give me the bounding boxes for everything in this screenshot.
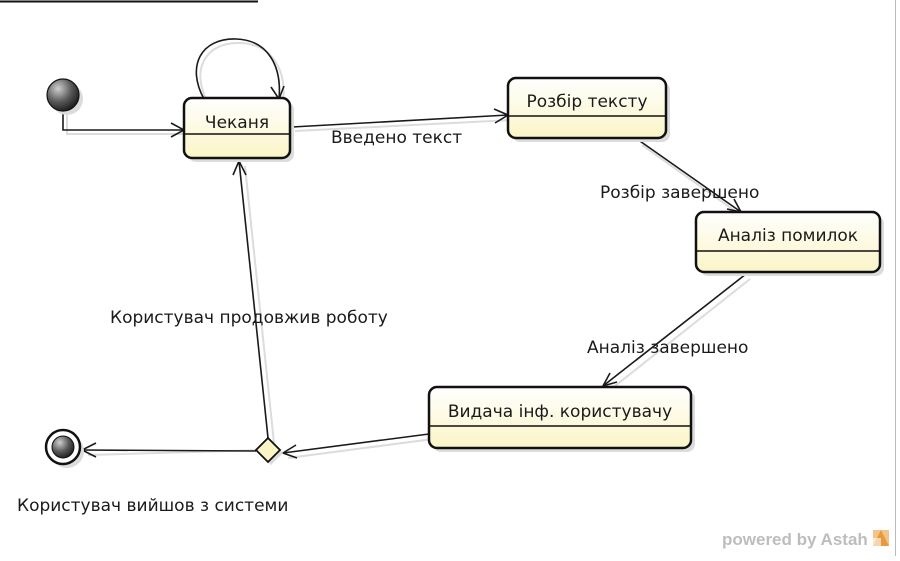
initial-state [46, 78, 83, 115]
label-analysis-done: Аналіз завершено [587, 338, 748, 358]
label-text-entered: Введено текст [331, 128, 462, 148]
state-output-label: Видача інф. користувачу [448, 402, 672, 422]
state-parsing-label: Розбір тексту [526, 92, 647, 112]
final-state [44, 428, 84, 468]
state-analysis: Аналіз помилок [694, 210, 884, 276]
transitions [62, 38, 747, 459]
state-parsing: Розбір тексту [506, 76, 670, 142]
transition-user-exited [81, 449, 257, 452]
decision-node [254, 436, 283, 465]
transition-shadows [66, 41, 751, 459]
state-typing-label: Чеканя [205, 113, 269, 133]
astah-logo-icon [873, 530, 889, 546]
watermark-text: powered by Astah [722, 530, 868, 549]
label-user-exited: Користувач вийшов з системи [17, 496, 288, 516]
state-analysis-label: Аналіз помилок [718, 226, 858, 246]
state-output: Видача інф. користувачу [427, 385, 695, 452]
transition-text-entered [291, 114, 509, 128]
label-user-continued: Користувач продовжив роботу [110, 308, 388, 328]
transition-parse-done [636, 138, 742, 213]
transition-user-continued [238, 160, 269, 439]
state-typing: Чеканя [182, 96, 294, 162]
transition-self-loop [195, 38, 281, 100]
transition-to-decision [282, 433, 430, 454]
label-parse-done: Розбір завершено [600, 183, 759, 203]
astah-watermark: powered by Astah [722, 530, 889, 549]
transition-analysis-done [602, 273, 747, 387]
transition-initial [62, 110, 184, 131]
